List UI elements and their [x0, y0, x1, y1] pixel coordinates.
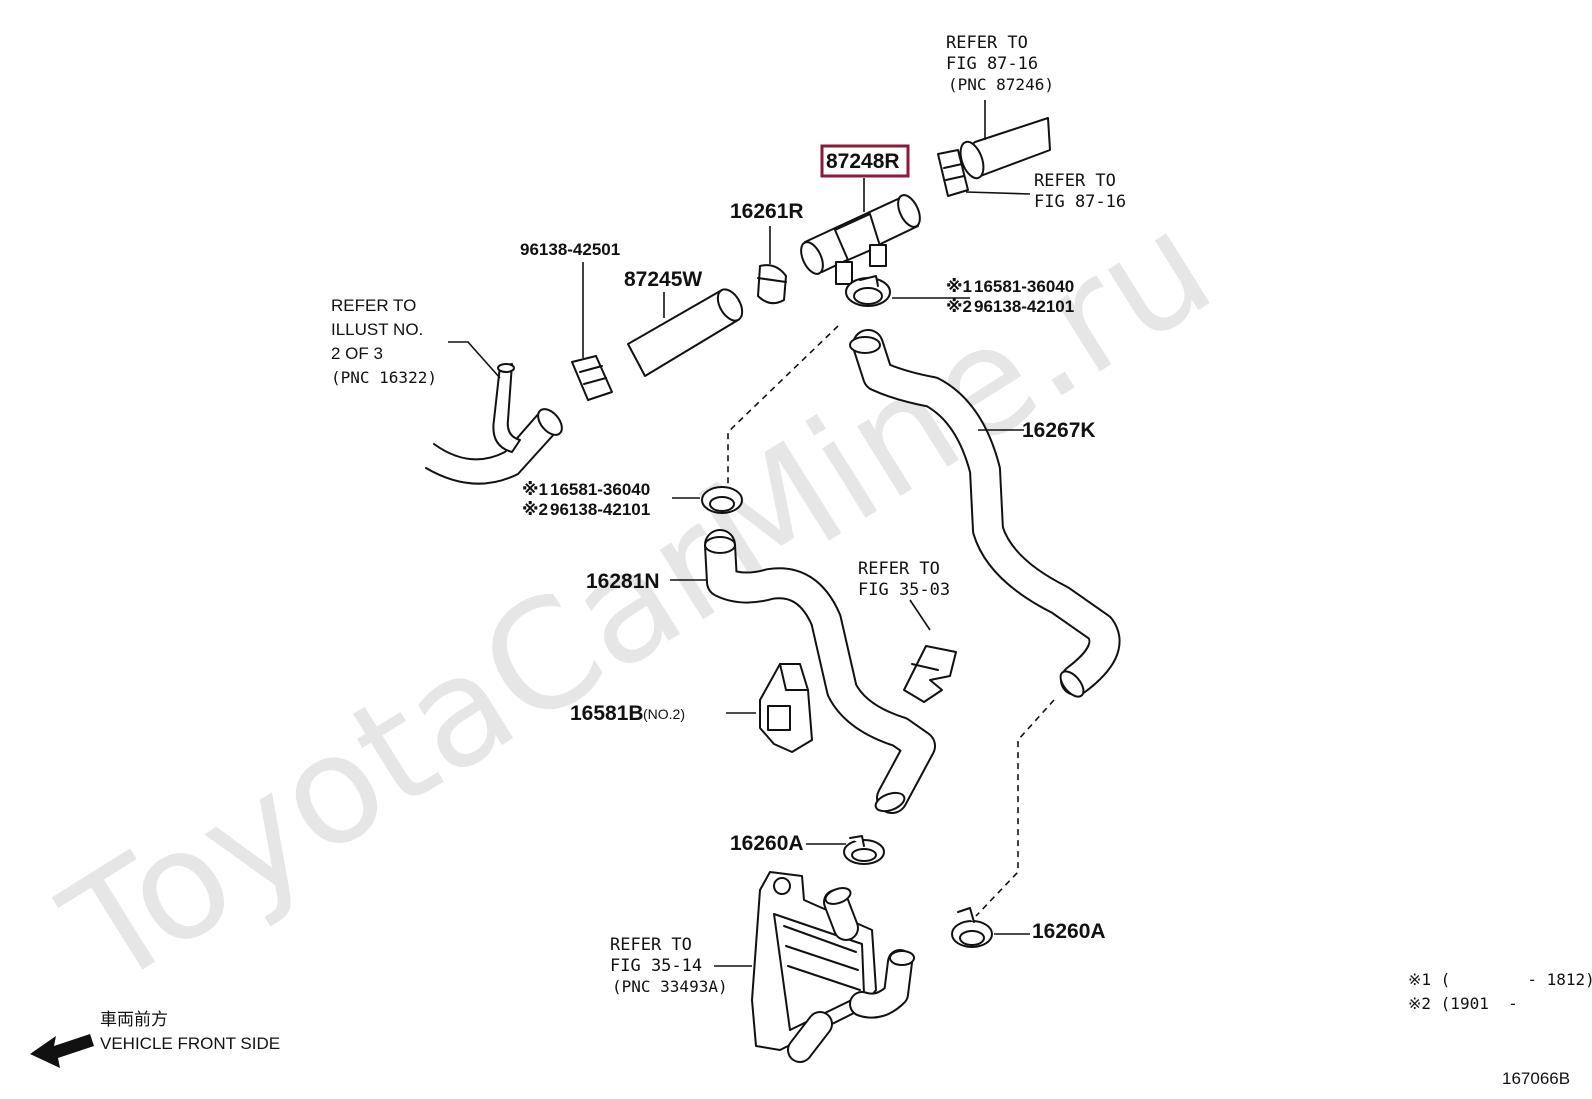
ref-illust-2-of-3: REFER TO ILLUST NO. 2 OF 3 (PNC 16322) — [331, 296, 437, 387]
svg-text:車両前方: 車両前方 — [100, 1010, 168, 1029]
svg-text:※1 ( - 1812): ※1 ( - 1812) — [1408, 970, 1592, 989]
clip-35-03[interactable] — [903, 599, 957, 703]
ref-fig-87-16-right: REFER TO FIG 87-16 — [1034, 171, 1126, 212]
clamp-alt-mid-label: ※1 16581-36040 ※2 96138-42101 — [522, 480, 650, 519]
svg-text:REFER TO: REFER TO — [858, 559, 940, 579]
clip-icon[interactable] — [937, 149, 1031, 197]
svg-text:FIG 87-16: FIG 87-16 — [946, 54, 1038, 74]
part-16581B-label[interactable]: 16581B (NO.2) — [570, 702, 685, 725]
hose-87245W[interactable] — [627, 285, 747, 377]
svg-text:16581B: 16581B — [570, 702, 644, 725]
bracket-16581B[interactable] — [726, 663, 813, 753]
hose-16281N[interactable] — [670, 529, 936, 815]
dashed-leader-a — [727, 325, 839, 484]
clamp-16260A-lower[interactable] — [951, 907, 1030, 948]
clamp-16581-36040-top[interactable] — [845, 275, 970, 307]
clamp-16261R[interactable] — [757, 226, 787, 305]
svg-text:ILLUST NO.: ILLUST NO. — [331, 320, 423, 339]
highlight-box — [820, 144, 910, 178]
svg-text:(PNC 16322): (PNC 16322) — [331, 368, 437, 387]
hose-end-87246[interactable] — [956, 100, 1051, 181]
svg-text:REFER TO: REFER TO — [946, 33, 1028, 53]
oil-cooler-33493A[interactable] — [714, 871, 915, 1063]
clamp-alt-top-label: ※1 16581-36040 ※2 96138-42101 — [946, 277, 1074, 316]
part-87248R-label[interactable]: 87248R — [826, 150, 900, 173]
arrow-left-icon — [30, 1034, 94, 1068]
part-96138-42501-label[interactable]: 96138-42501 — [520, 240, 620, 259]
dashed-leader-b — [975, 699, 1055, 917]
svg-text:FIG 87-16: FIG 87-16 — [1034, 192, 1126, 212]
svg-text:2 OF 3: 2 OF 3 — [331, 344, 383, 363]
svg-text:(NO.2): (NO.2) — [643, 706, 685, 722]
svg-text:96138-42101: 96138-42101 — [974, 297, 1074, 316]
part-16260A-lower-label[interactable]: 16260A — [1032, 920, 1106, 943]
part-16281N-label[interactable]: 16281N — [586, 570, 660, 593]
part-16261R-label[interactable]: 16261R — [730, 200, 804, 223]
svg-text:※1: ※1 — [522, 480, 548, 499]
clamp-16581-36040-mid[interactable] — [672, 486, 743, 514]
svg-text:VEHICLE FRONT SIDE: VEHICLE FRONT SIDE — [100, 1034, 280, 1053]
svg-text:※2: ※2 — [946, 297, 972, 316]
svg-text:※2 (1901 - ): ※2 (1901 - ) — [1408, 994, 1592, 1013]
figure-id: 167066B — [1502, 1069, 1570, 1088]
pipe-16322[interactable] — [425, 341, 567, 485]
ref-fig-35-14: REFER TO FIG 35-14 (PNC 33493A) — [610, 935, 728, 996]
connector-87248R[interactable] — [797, 178, 925, 285]
clip-96138-42501[interactable] — [571, 262, 613, 401]
svg-text:※2: ※2 — [522, 500, 548, 519]
svg-text:REFER TO: REFER TO — [610, 935, 692, 955]
footnotes: ※1 ( - 1812) ※2 (1901 - ) — [1408, 970, 1592, 1013]
svg-text:16581-36040: 16581-36040 — [550, 480, 650, 499]
part-16260A-upper-label[interactable]: 16260A — [730, 832, 804, 855]
svg-text:※1: ※1 — [946, 277, 972, 296]
svg-text:FIG 35-14: FIG 35-14 — [610, 956, 702, 976]
svg-text:16581-36040: 16581-36040 — [974, 277, 1074, 296]
hose-16267K[interactable] — [849, 329, 1121, 701]
svg-text:REFER TO: REFER TO — [331, 296, 416, 315]
svg-text:(PNC 33493A): (PNC 33493A) — [612, 977, 728, 996]
clamp-16260A-upper[interactable] — [806, 835, 885, 865]
svg-text:FIG 35-03: FIG 35-03 — [858, 580, 950, 600]
part-87245W-label[interactable]: 87245W — [624, 268, 702, 291]
ref-fig-35-03: REFER TO FIG 35-03 — [858, 559, 950, 600]
svg-text:96138-42101: 96138-42101 — [550, 500, 650, 519]
svg-text:(PNC 87246): (PNC 87246) — [948, 75, 1054, 94]
ref-fig-87-16-top: REFER TO FIG 87-16 (PNC 87246) — [946, 33, 1054, 94]
svg-text:REFER TO: REFER TO — [1034, 171, 1116, 191]
part-16267K-label[interactable]: 16267K — [1022, 419, 1096, 442]
vehicle-front-side: 車両前方 VEHICLE FRONT SIDE — [100, 1010, 280, 1053]
